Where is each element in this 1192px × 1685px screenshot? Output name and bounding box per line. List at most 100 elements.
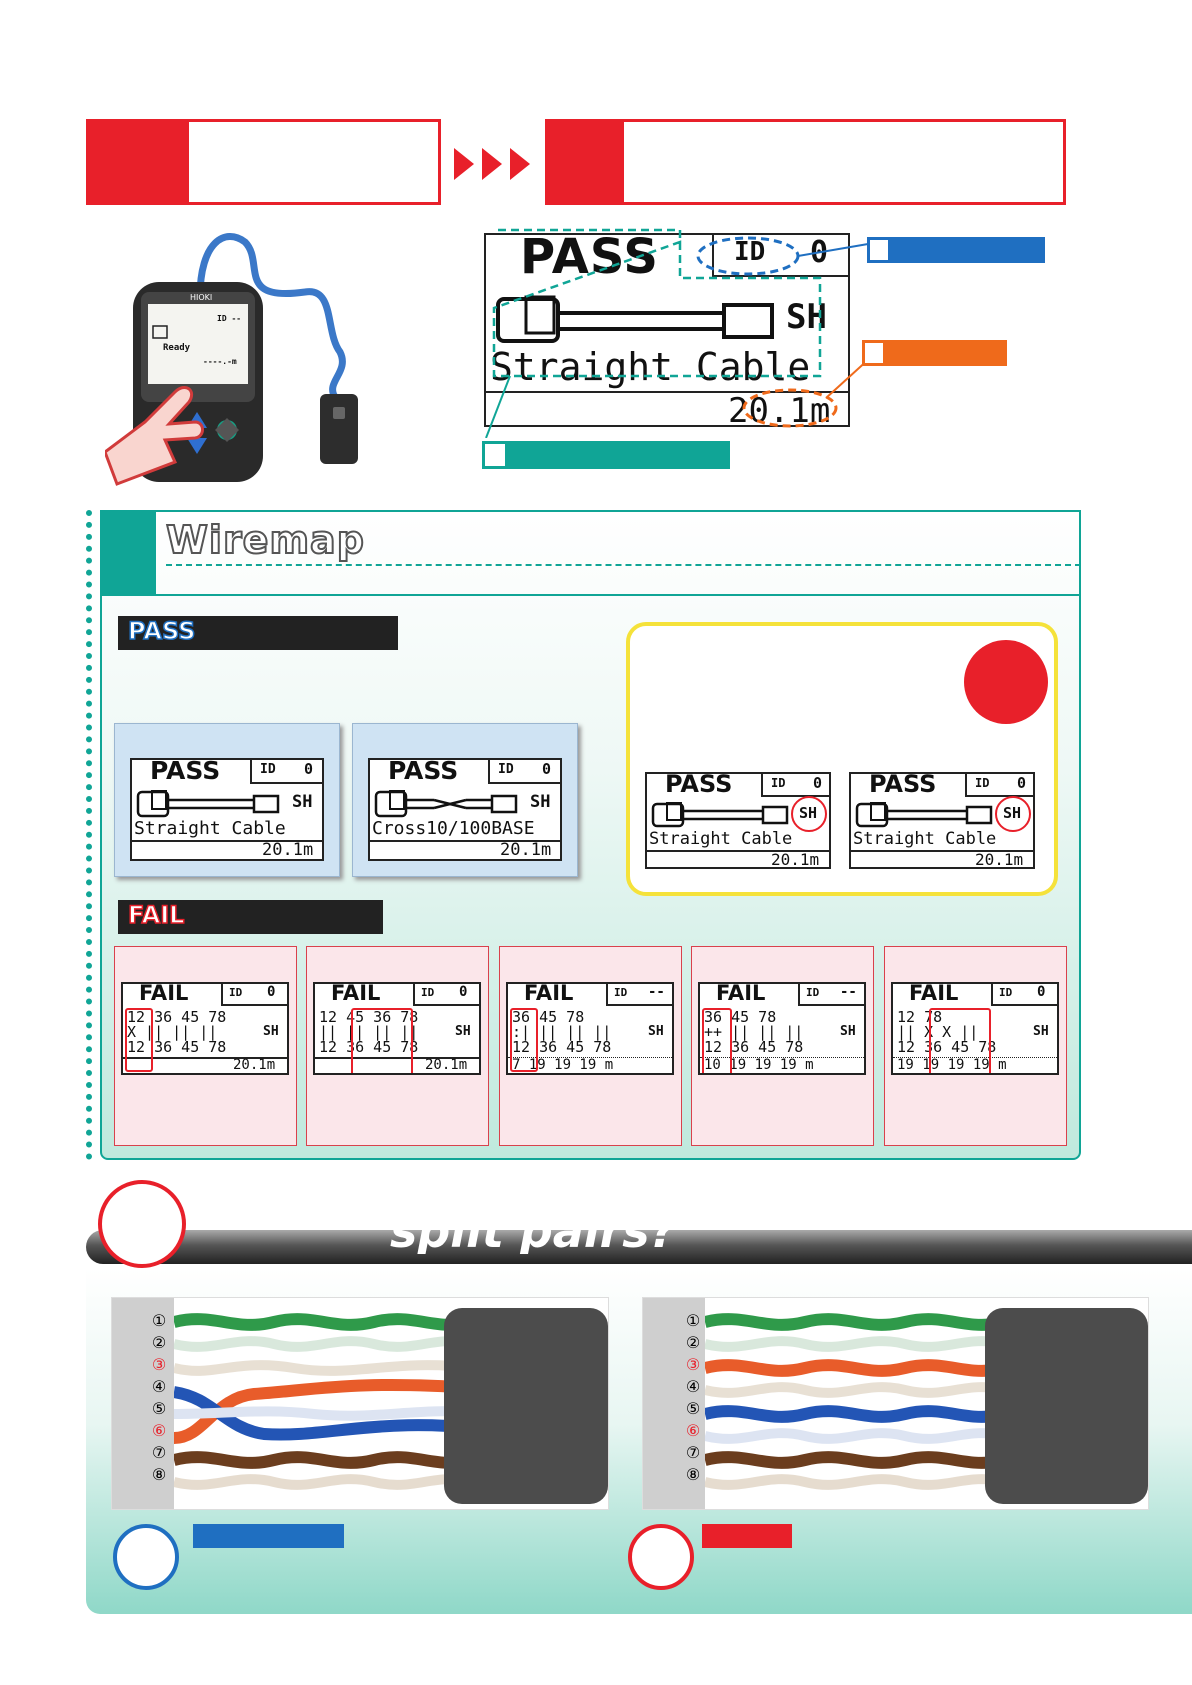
pin-numbers-left: ① ② ③ ④ ⑤ ⑥ ⑦ ⑧ <box>148 1310 172 1486</box>
main-lcd-highlights <box>485 228 871 438</box>
pass-lcd-2-shield: SH <box>530 792 551 812</box>
fail-lcd-4-mid: ++ || || || <box>704 1023 804 1041</box>
fail-lcd-2-id-value: 0 <box>459 984 468 1000</box>
fail-highlight-box <box>929 1008 991 1073</box>
fail-lcd-5-id-value: 0 <box>1037 984 1046 1000</box>
pin-3: ③ <box>151 1355 167 1374</box>
fail-lcd-1-id: ID 0 <box>221 984 287 1006</box>
shield-lcd-2-id-value: 0 <box>1017 774 1027 792</box>
fail-lcd-2-id-label: ID <box>421 986 435 999</box>
fail-lcd-5-status: FAIL <box>909 982 959 1005</box>
cable-photo-left <box>111 1297 609 1510</box>
fail-highlight-box <box>125 1008 153 1072</box>
shield-lcd-2-status: PASS <box>869 772 937 798</box>
straight-cable-icon <box>496 295 774 343</box>
fail-lcd-4: FAIL ID -- 36 45 78 ++ || || || 12 36 45… <box>698 982 866 1075</box>
pin-8: ⑧ <box>151 1465 167 1484</box>
shield-lcd-2-id: ID 0 <box>965 774 1033 797</box>
fail-lcd-4-shield: SH <box>840 1024 856 1039</box>
tester-id-text: ID -- <box>217 314 242 323</box>
red-dot-badge <box>964 640 1048 724</box>
main-cable-type: Straight Cable <box>490 345 811 389</box>
step-1-tag <box>89 122 189 202</box>
main-lcd-screen: PASS ID 0 SH Straight Cable 20.1m <box>484 233 850 427</box>
fail-lcd-1-footer-text: 20.1m <box>233 1057 276 1073</box>
pin-2: ② <box>685 1333 701 1352</box>
fail-lcd-1: FAIL ID 0 12 36 45 78 X || || || 12 36 4… <box>121 982 289 1075</box>
main-footer-bar <box>486 391 848 425</box>
fail-lcd-3-id-label: ID <box>614 986 628 999</box>
fail-lcd-4-footer <box>700 1057 864 1073</box>
pin-1: ① <box>685 1311 701 1330</box>
wiremap-dashed-line <box>166 564 1081 566</box>
split-pair-header-bar <box>86 1230 1192 1264</box>
pin-strip-right <box>643 1298 705 1509</box>
pass-lcd-2-id-label: ID <box>498 762 514 777</box>
shield-lcd-1-id-value: 0 <box>813 774 823 792</box>
pass-lcd-2-status: PASS <box>388 758 459 785</box>
pin-4: ④ <box>151 1377 167 1396</box>
fail-lcd-1-id-label: ID <box>229 986 243 999</box>
fail-lcd-1-mid: X || || || <box>127 1023 218 1041</box>
pass-lcd-2: PASS ID 0 SH Cross10/100BASE 20.1m <box>368 758 562 861</box>
fail-lcd-4-id: ID -- <box>798 984 864 1006</box>
fail-lcd-5-footer <box>893 1057 1057 1073</box>
shield-highlight-circle <box>791 796 827 832</box>
wrong-circle-badge <box>628 1524 694 1590</box>
length-callout-bar <box>862 340 1007 366</box>
pin-1: ① <box>151 1311 167 1330</box>
tester-length-text: ----.-m <box>203 357 237 366</box>
pin-3: ③ <box>685 1355 701 1374</box>
pass-lcd-2-id-value: 0 <box>542 760 552 778</box>
pass-lcd-1-id-value: 0 <box>304 760 314 778</box>
fail-lcd-5-bottom: 12 36 45 78 <box>897 1038 997 1056</box>
fail-lcd-2-footer <box>315 1057 479 1073</box>
pin-6: ⑥ <box>685 1421 701 1440</box>
fail-lcd-3-id: ID -- <box>606 984 672 1006</box>
pass-label: PASS <box>127 616 196 646</box>
straight-cable-icon <box>651 802 789 828</box>
pin-numbers-right: ① ② ③ ④ ⑤ ⑥ ⑦ ⑧ <box>682 1310 706 1486</box>
wiremap-dot-border <box>86 510 100 1160</box>
shield-lcd-2: PASS ID 0 SH Straight Cable 20.1m <box>849 772 1035 869</box>
fail-lcd-5: FAIL ID 0 12 78 || X X || 12 36 45 78 SH… <box>891 982 1059 1075</box>
pin-4: ④ <box>685 1377 701 1396</box>
arrow-triple-icon <box>454 146 536 182</box>
svg-text:HIOKI: HIOKI <box>190 293 212 302</box>
main-id-label: ID <box>734 237 766 267</box>
shield-lcd-2-id-label: ID <box>975 776 990 790</box>
pin-7: ⑦ <box>685 1443 701 1462</box>
wiremap-title: Wiremap <box>165 517 365 563</box>
wrong-label-bar <box>702 1524 792 1548</box>
step-2-tag <box>548 122 624 202</box>
fail-lcd-2-footer-text: 20.1m <box>425 1057 468 1073</box>
pin-5: ⑤ <box>685 1399 701 1418</box>
straight-cable-icon <box>136 790 280 818</box>
cross-cable-icon <box>374 790 518 818</box>
split-pair-red-badge <box>98 1180 186 1268</box>
pin-2: ② <box>151 1333 167 1352</box>
fail-lcd-2: FAIL ID 0 12 45 36 78 || || || || 12 36 … <box>313 982 481 1075</box>
shield-lcd-1-footer <box>647 850 829 867</box>
fail-lcd-5-footer-text: 19 19 19 19 m <box>897 1057 1007 1073</box>
shield-lcd-2-footer <box>851 850 1033 867</box>
id-callout-bar <box>867 237 1045 263</box>
pass-lcd-2-cable-type: Cross10/100BASE <box>372 818 535 839</box>
pin-6: ⑥ <box>151 1421 167 1440</box>
fail-lcd-3-top: 36 45 78 <box>512 1008 585 1026</box>
tester-device-image: HIOKI ID -- Ready ----.-m <box>103 222 367 490</box>
pin-strip-left <box>112 1298 174 1509</box>
twisted-pairs-left <box>174 1308 608 1504</box>
fail-lcd-4-bottom: 12 36 45 78 <box>704 1038 804 1056</box>
shield-lcd-1-cable-type: Straight Cable <box>649 829 793 849</box>
twisted-pairs-right <box>705 1308 1148 1504</box>
pass-lcd-2-length: 20.1m <box>500 840 552 860</box>
pass-lcd-1-length: 20.1m <box>262 840 314 860</box>
pass-lcd-1-status: PASS <box>150 758 221 785</box>
split-pair-title: split pairs? <box>390 1208 677 1254</box>
wiremap-header-tag <box>102 512 156 596</box>
fail-label-bar: FAIL <box>118 900 383 934</box>
fail-lcd-4-status: FAIL <box>716 982 766 1005</box>
tester-status-text: Ready <box>163 343 191 353</box>
correct-circle-badge <box>113 1524 179 1590</box>
